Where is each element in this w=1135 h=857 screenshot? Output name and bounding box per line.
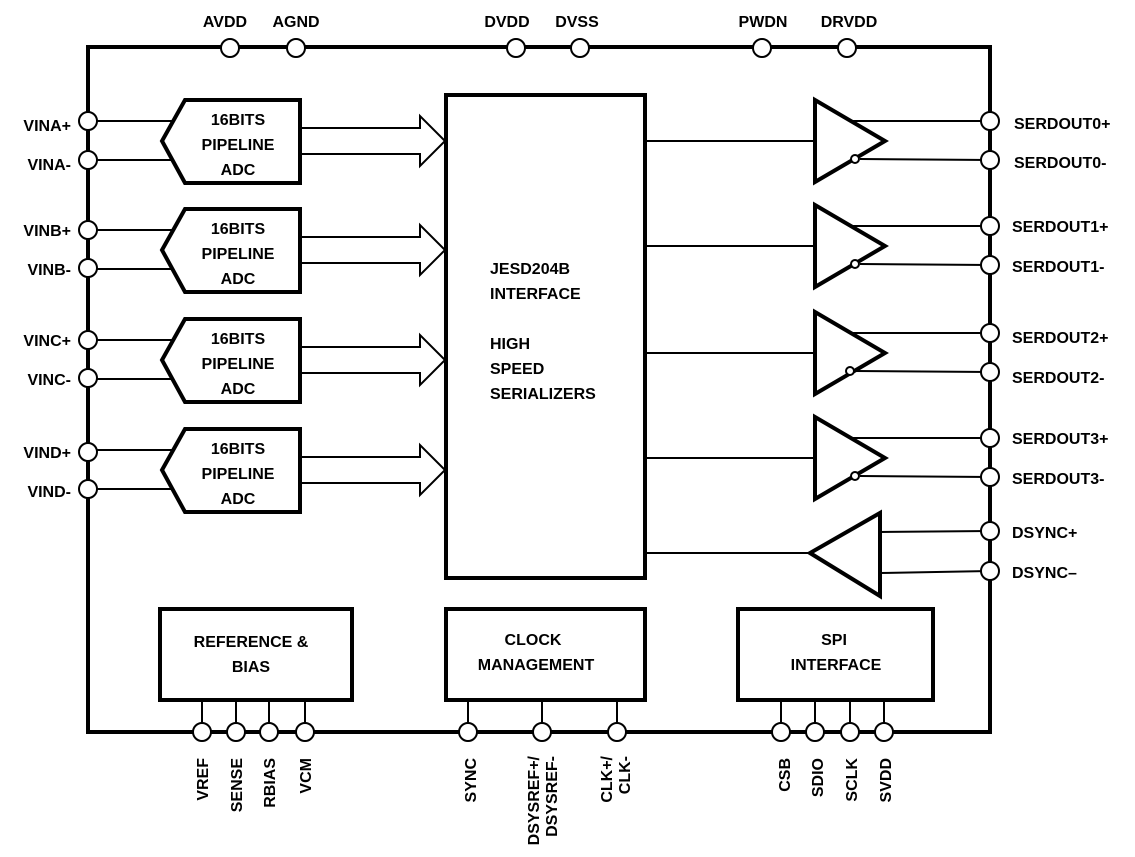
pin-label: VINC+ [23, 333, 71, 350]
adc-channels: 16BITS PIPELINE ADC 16BITS PIPELINE ADC … [88, 98, 447, 514]
pin-label: RBIAS [262, 758, 279, 808]
adc-label: 16BITS [211, 331, 266, 348]
pin-label: DSYNC+ [1012, 525, 1077, 542]
pin-label: AGND [272, 14, 319, 31]
left-pins: VINA+ VINA- VINB+ VINB- VINC+ VINC- VIND… [23, 111, 98, 501]
jesd-label: JESD204B [490, 261, 570, 278]
pin-drvdd [837, 38, 857, 58]
pin-label: SENSE [229, 758, 246, 813]
pin-label: DSYSREF+/ [526, 755, 543, 845]
clock-management-block [444, 607, 647, 702]
block-label: INTERFACE [791, 657, 882, 674]
data-arrow [300, 332, 447, 388]
pin-label: VIND- [27, 484, 71, 501]
right-pins: SERDOUT0+ SERDOUT0- SERDOUT1+ SERDOUT1- … [980, 111, 1110, 582]
pin-label: SERDOUT1+ [1012, 219, 1108, 236]
pin-label: CLK+/ [599, 755, 616, 802]
pin-label: SERDOUT0+ [1014, 116, 1110, 133]
adc-label: ADC [221, 491, 256, 508]
pin-label: SERDOUT0- [1014, 155, 1106, 172]
pin-label: DVDD [484, 14, 529, 31]
pin-label: DSYSREF- [544, 756, 561, 837]
pin-label: VIND+ [23, 445, 71, 462]
data-arrow [300, 113, 447, 169]
pin-label: VCM [298, 758, 315, 794]
driver-1 [645, 201, 991, 291]
driver-2 [645, 308, 991, 398]
jesd-label: INTERFACE [490, 286, 581, 303]
block-label: SPI [821, 632, 847, 649]
block-label: MANAGEMENT [478, 657, 595, 674]
pin-label: SDIO [810, 758, 827, 797]
pin-agnd [286, 38, 306, 58]
jesd-label: SPEED [490, 361, 544, 378]
adc-label: ADC [221, 381, 256, 398]
pin-pwdn [752, 38, 772, 58]
adc-channel-a: 16BITS PIPELINE ADC [88, 98, 447, 185]
pin-label: VINC- [27, 372, 71, 389]
pin-label: SERDOUT2- [1012, 370, 1104, 387]
buffer-triangle [813, 96, 889, 186]
pin-label: SYNC [463, 758, 480, 803]
bottom-pins: VREF SENSE RBIAS VCM SYNC DSYSREF+/ DSYS… [192, 700, 895, 845]
pin-label: VINB- [27, 262, 71, 279]
pin-dvss [570, 38, 590, 58]
block-label: REFERENCE & [194, 634, 309, 651]
adc-label: PIPELINE [202, 137, 275, 154]
adc-channel-c: 16BITS PIPELINE ADC [88, 317, 447, 404]
adc-block [159, 207, 302, 294]
data-arrow [300, 442, 447, 498]
pin-label: VINB+ [23, 223, 71, 240]
adc-label: ADC [221, 162, 256, 179]
jesd204b-block [444, 93, 647, 580]
reference-bias-block [158, 607, 354, 702]
jesd-label: HIGH [490, 336, 530, 353]
data-arrow [300, 222, 447, 278]
pin-label: SERDOUT2+ [1012, 330, 1108, 347]
inverter-bubble [850, 154, 860, 164]
adc-block [159, 427, 302, 514]
adc-label: 16BITS [211, 221, 266, 238]
adc-label: PIPELINE [202, 356, 275, 373]
adc-label: ADC [221, 271, 256, 288]
serdes-drivers [645, 96, 991, 600]
pin-label: SERDOUT1- [1012, 259, 1104, 276]
pin-label: DVSS [555, 14, 599, 31]
adc-channel-b: 16BITS PIPELINE ADC [88, 207, 447, 294]
pin-label: PWDN [739, 14, 788, 31]
pin-label: DRVDD [821, 14, 878, 31]
pin-avdd [220, 38, 240, 58]
block-label: CLOCK [505, 632, 562, 649]
block-label: BIAS [232, 659, 271, 676]
adc-block [159, 317, 302, 404]
adc-label: PIPELINE [202, 466, 275, 483]
driver-3 [645, 413, 991, 503]
adc-block [159, 98, 302, 185]
adc-label: PIPELINE [202, 246, 275, 263]
top-pins: AVDD AGND DVDD DVSS PWDN DRVDD [203, 14, 878, 58]
pin-label: SERDOUT3- [1012, 471, 1104, 488]
pin-label: CSB [777, 758, 794, 792]
pin-label: AVDD [203, 14, 247, 31]
pin-label: DSYNC– [1012, 565, 1077, 582]
driver-0 [645, 96, 991, 186]
spi-interface-block [736, 607, 935, 702]
jesd-label: SERIALIZERS [490, 386, 596, 403]
pin-label: SERDOUT3+ [1012, 431, 1108, 448]
pin-label: SVDD [878, 758, 895, 802]
pin-label: SCLK [844, 758, 861, 802]
pin-label: VINA- [27, 157, 71, 174]
adc-label: 16BITS [211, 112, 266, 129]
dsync-receiver [645, 509, 991, 600]
pin-label: VREF [195, 758, 212, 801]
pin-label: CLK- [617, 756, 634, 794]
adc-channel-d: 16BITS PIPELINE ADC [88, 427, 447, 514]
pin-label: VINA+ [23, 118, 71, 135]
pin-dvdd [506, 38, 526, 58]
adc-label: 16BITS [211, 441, 266, 458]
